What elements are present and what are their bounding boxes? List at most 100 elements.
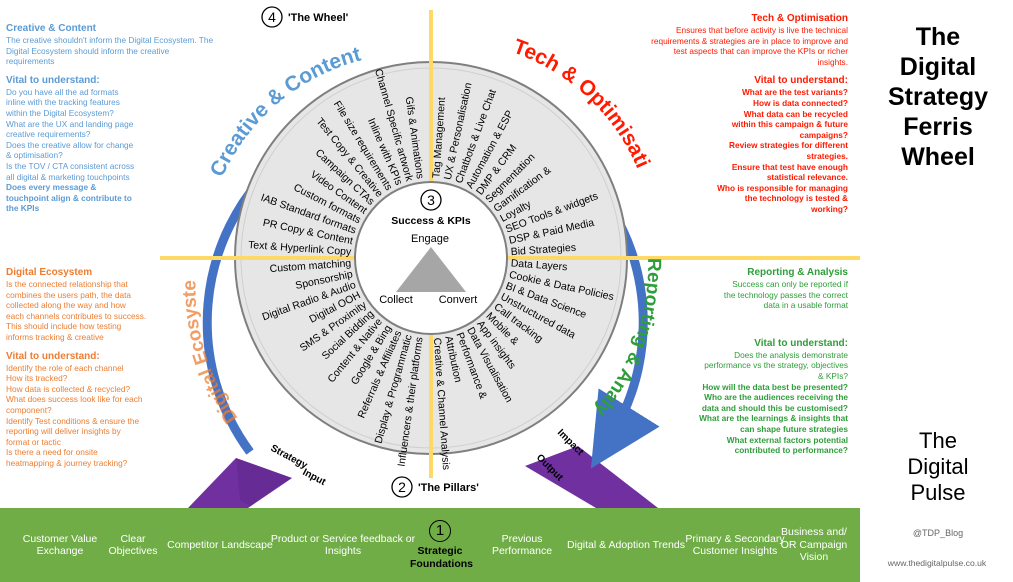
creative-vital-line: creative requirements? xyxy=(6,129,91,140)
wheel-item: Data Layers xyxy=(510,257,567,273)
reporting-desc-line: data in a usable format xyxy=(763,300,848,311)
reporting-vital-bold: How will the data best be presented?Who … xyxy=(640,382,848,456)
ecosystem-desc-line: each channels contributes to success. xyxy=(6,310,147,321)
creative-vital-bold: Does every message &touchpoint align & c… xyxy=(6,182,256,214)
creative-vital-line: & optimisation? xyxy=(6,150,63,161)
tech-vital-line: Review strategies for different xyxy=(729,140,848,151)
reporting-vital-line: Does the analysis demonstrate xyxy=(734,349,848,360)
website-url: www.thedigitalpulse.co.uk xyxy=(887,558,987,568)
ecosystem-vital-line: Is there a need for onsite xyxy=(6,447,98,458)
reporting-vital-line: Who are the audiences receiving the xyxy=(704,392,848,403)
tech-panel-desc: Ensures that before activity is live the… xyxy=(600,25,848,67)
ecosystem-vital-line: component? xyxy=(6,404,52,415)
creative-vital-line: Is the TOV / CTA consistent across xyxy=(6,160,135,171)
foundation-label: Customer Value Exchange xyxy=(22,532,98,558)
tech-vital-line: Who is responsible for managing xyxy=(717,182,848,193)
foundation-item: Customer Value Exchange xyxy=(0,508,120,582)
foundation-label: Primary & Secondary Customer Insights xyxy=(685,532,785,558)
strategy-pillar xyxy=(188,458,292,508)
ecosystem-desc-line: Is the connected relationship that xyxy=(6,279,128,289)
tech-desc-line: Ensures that before activity is live the… xyxy=(675,25,848,35)
ecosystem-vital-line: Identify the role of each channel xyxy=(6,362,124,373)
pillars-number: 2 xyxy=(398,479,406,495)
wheel-number-circle xyxy=(261,6,283,28)
ecosystem-desc-line: combines the users path, the data xyxy=(6,289,131,300)
creative-panel-desc: The creative shouldn't inform the Digita… xyxy=(6,35,256,67)
twitter-handle: @TDP_Blog xyxy=(912,528,964,538)
ecosystem-vital-line: How data is collected & recycled? xyxy=(6,383,131,394)
foundation-item: Product or Service feedback or Insights xyxy=(270,508,416,582)
tech-desc-line: requirements & strategies are in place t… xyxy=(651,35,848,46)
tech-vital-list: What are the test variants?How is data c… xyxy=(600,87,848,214)
creative-vital-line: all digital & marketing touchpoints xyxy=(6,171,130,182)
hub-number-circle xyxy=(420,189,442,211)
reporting-vital-line: What are the learnings & insights that xyxy=(699,413,848,424)
foundation-label: Digital & Adoption Trends xyxy=(567,538,685,551)
input-label: Input xyxy=(301,467,328,488)
wheel-item: Custom matching xyxy=(269,257,351,275)
reporting-vital-line: & KPIs? xyxy=(818,370,848,381)
ecosystem-vital-line: heatmapping & journey tracking? xyxy=(6,457,128,468)
brand-line: Pulse xyxy=(910,480,966,505)
creative-vital-line: Do you have all the ad formats xyxy=(6,86,119,97)
foundation-item: Primary & Secondary Customer Insights xyxy=(674,508,796,582)
creative-vital-line: Does the creative allow for change xyxy=(6,139,134,150)
foundation-label: Business and/ OR Campaign Vision xyxy=(780,526,848,564)
ecosystem-vital-title: Vital to understand: xyxy=(6,350,100,362)
creative-panel: Creative & Content The creative shouldn'… xyxy=(6,22,256,214)
pillars-number-circle xyxy=(391,476,413,498)
creative-vital-line: inline with the tracking features xyxy=(6,97,120,108)
reporting-vital-title: Vital to understand: xyxy=(754,337,848,349)
foundation-label: Clear Objectives xyxy=(108,532,158,558)
foundation-label: Strategic Foundations xyxy=(410,545,473,570)
title-line: The xyxy=(915,23,961,51)
reporting-vital-line: How will the data best be presented? xyxy=(702,381,848,392)
title-line: Digital xyxy=(899,53,977,81)
reporting-panel-title: Reporting & Analysis xyxy=(747,267,848,278)
tech-vital-line: strategies. xyxy=(806,150,848,161)
ecosystem-vital-line: Identify Test conditions & ensure the xyxy=(6,415,140,426)
ecosystem-panel: Digital Ecosystem Is the connected relat… xyxy=(6,266,186,469)
ecosystem-vital-line: format or tactic xyxy=(6,436,61,447)
collect-label: Collect xyxy=(379,294,413,306)
strategy-pillar-shadow xyxy=(236,458,292,506)
foundation-label: Previous Performance xyxy=(491,532,553,558)
creative-desc-line: The creative shouldn't inform the Digita… xyxy=(6,35,214,45)
reporting-vital-line: data and should this be customised? xyxy=(701,402,848,413)
pillars-label: 'The Pillars' xyxy=(418,482,479,494)
ecosystem-vital-line: How its tracked? xyxy=(6,373,68,384)
reporting-vital-line: What external factors potential xyxy=(726,434,848,445)
foundation-label: Competitor Landscape xyxy=(167,538,273,551)
ecosystem-desc-line: collected along the way and how xyxy=(6,300,126,311)
foundation-item: Digital & Adoption Trends xyxy=(562,508,690,582)
tech-desc-line: insights. xyxy=(817,56,848,67)
tech-vital-line: Ensure that test have enough xyxy=(731,161,848,172)
reporting-vital-line: can shape future strategies xyxy=(740,423,848,434)
wheel-item: Bid Strategies xyxy=(510,242,576,259)
ecosystem-vital-line: reporting will deliver insights by xyxy=(6,426,121,437)
ecosystem-vital-line: What does success look like for each xyxy=(6,394,143,405)
tech-panel: Tech & Optimisation Ensures that before … xyxy=(600,12,848,215)
creative-vital-line: What are the UX and landing page xyxy=(6,118,134,129)
creative-vital-title: Vital to understand: xyxy=(6,74,100,86)
brand-line: The xyxy=(919,428,957,453)
tech-desc-line: test aspects that can improve the KPIs o… xyxy=(673,46,848,57)
creative-desc-line: requirements xyxy=(6,56,55,67)
foundation-bar xyxy=(0,508,860,582)
reporting-panel: Reporting & Analysis Success can only be… xyxy=(640,266,848,456)
creative-vital-line: within the Digital Ecosystem? xyxy=(6,107,114,118)
wheel-label: 'The Wheel' xyxy=(288,12,349,24)
tech-panel-title: Tech & Optimisation xyxy=(751,13,849,24)
wheel-number: 4 xyxy=(268,9,276,25)
tech-vital-line: statistical relevance. xyxy=(766,172,848,183)
tech-vital-line: What are the test variants? xyxy=(741,87,848,98)
tech-vital-line: working? xyxy=(811,203,848,214)
creative-vital-line: Does every message & xyxy=(6,182,97,193)
tech-vital-line: campaigns? xyxy=(799,129,848,140)
tech-vital-line: What data can be recycled xyxy=(743,108,848,119)
